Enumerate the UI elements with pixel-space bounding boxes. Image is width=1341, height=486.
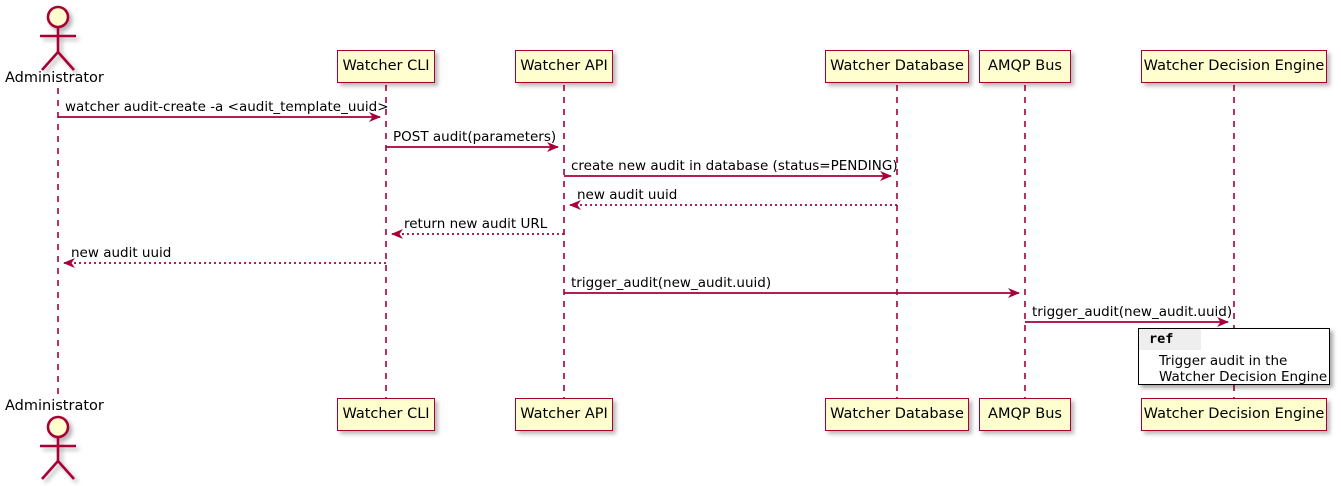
participant-box-watcher-cli-bottom[interactable]: Watcher CLI: [337, 398, 435, 431]
message-label-2: POST audit(parameters): [393, 129, 557, 145]
lifelines: [57, 85, 1235, 400]
participant-box-watcher-database-top[interactable]: Watcher Database: [825, 50, 969, 83]
ref-keyword-label: ref: [1149, 331, 1174, 347]
participant-label: Watcher API: [520, 58, 608, 75]
message-label-7: trigger_audit(new_audit.uuid): [571, 275, 772, 291]
participant-label: Watcher Database: [830, 406, 964, 423]
participant-box-watcher-cli-top[interactable]: Watcher CLI: [337, 50, 435, 83]
participant-box-amqp-bus-top[interactable]: AMQP Bus: [979, 50, 1071, 83]
participant-label: Watcher Decision Engine: [1143, 58, 1325, 75]
ref-tab: [1139, 329, 1201, 350]
actor-administrator-bottom: [40, 415, 76, 480]
ref-text-line-1: Trigger audit in the: [1159, 353, 1288, 369]
participant-box-watcher-api-top[interactable]: Watcher API: [515, 50, 613, 83]
message-label-8: trigger_audit(new_audit.uuid): [1032, 304, 1233, 320]
ref-text-line-2: Watcher Decision Engine: [1159, 369, 1328, 385]
actor-label-administrator-bottom: Administrator: [5, 398, 104, 414]
participant-box-watcher-decision-engine-top[interactable]: Watcher Decision Engine: [1141, 50, 1327, 83]
message-label-5: return new audit URL: [404, 216, 548, 232]
message-label-6: new audit uuid: [71, 245, 172, 261]
participant-label: AMQP Bus: [988, 406, 1062, 423]
participant-box-watcher-decision-engine-bottom[interactable]: Watcher Decision Engine: [1141, 398, 1327, 431]
participant-box-watcher-api-bottom[interactable]: Watcher API: [515, 398, 613, 431]
message-arrows: [58, 112, 1229, 327]
message-label-1: watcher audit-create -a <audit_template_…: [65, 99, 389, 115]
participant-label: Watcher Decision Engine: [1143, 406, 1325, 423]
participant-box-watcher-database-bottom[interactable]: Watcher Database: [825, 398, 969, 431]
participant-label: Watcher CLI: [342, 406, 430, 423]
participant-label: AMQP Bus: [988, 58, 1062, 75]
actor-administrator-top: [40, 5, 76, 71]
ref-fragment[interactable]: ref Trigger audit in the Watcher Decisio…: [1138, 328, 1330, 385]
message-label-4: new audit uuid: [577, 187, 678, 203]
message-label-3: create new audit in database (status=PEN…: [571, 158, 898, 174]
participant-label: Watcher Database: [830, 58, 964, 75]
participant-label: Watcher CLI: [342, 58, 430, 75]
participant-box-amqp-bus-bottom[interactable]: AMQP Bus: [979, 398, 1071, 431]
participant-label: Watcher API: [520, 406, 608, 423]
actor-label-administrator-top: Administrator: [5, 70, 104, 86]
